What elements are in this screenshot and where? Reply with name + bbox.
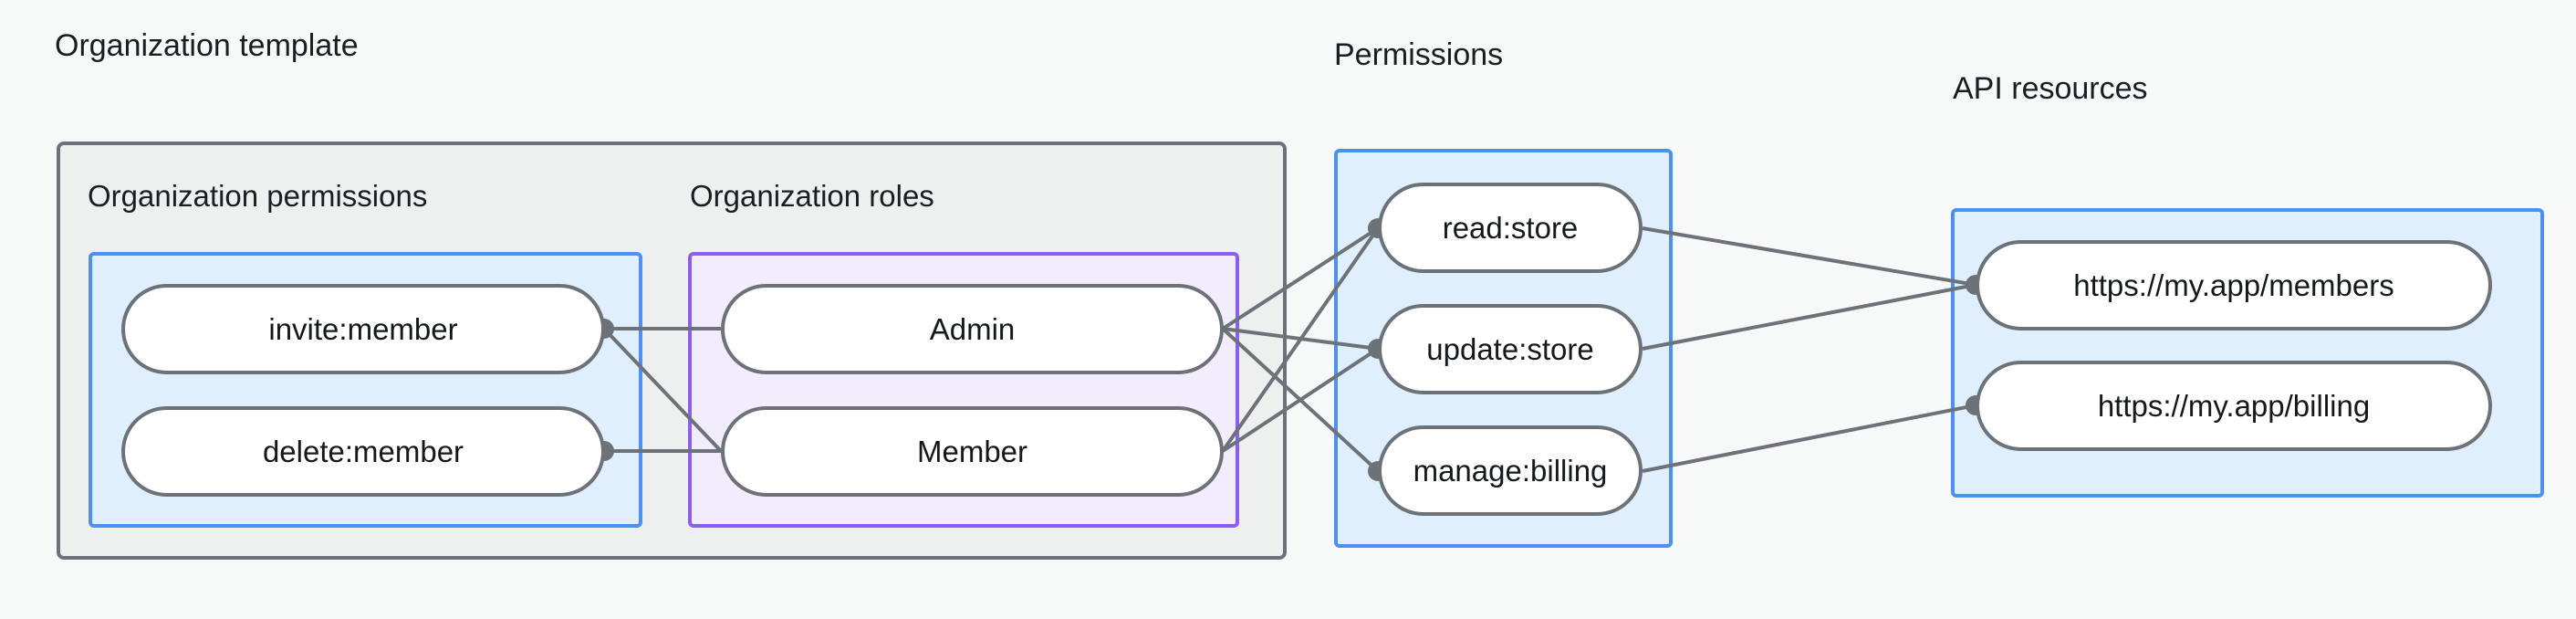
organization-permissions-title: Organization permissions xyxy=(88,179,428,213)
node-label: https://my.app/members xyxy=(2073,268,2394,302)
node-update-store[interactable]: update:store xyxy=(1378,304,1643,394)
node-member[interactable]: Member xyxy=(721,406,1224,497)
node-read-store[interactable]: read:store xyxy=(1378,183,1643,273)
node-label: manage:billing xyxy=(1413,453,1608,488)
api-resources-title: API resources xyxy=(1953,71,2148,106)
node-label: update:store xyxy=(1426,331,1594,366)
organization-roles-title: Organization roles xyxy=(690,179,934,213)
node-label: delete:member xyxy=(262,434,464,468)
node-admin[interactable]: Admin xyxy=(721,284,1224,374)
node-label: invite:member xyxy=(268,311,458,346)
node-label: https://my.app/billing xyxy=(2097,388,2371,423)
node-billing-url[interactable]: https://my.app/billing xyxy=(1976,361,2492,451)
permissions-title: Permissions xyxy=(1334,37,1504,72)
node-label: Admin xyxy=(929,311,1016,346)
node-label: read:store xyxy=(1442,210,1579,245)
node-delete-member[interactable]: delete:member xyxy=(121,406,605,497)
node-invite-member[interactable]: invite:member xyxy=(121,284,605,374)
node-manage-billing[interactable]: manage:billing xyxy=(1378,425,1643,516)
organization-template-title: Organization template xyxy=(55,28,359,63)
node-label: Member xyxy=(916,434,1028,468)
node-members-url[interactable]: https://my.app/members xyxy=(1976,240,2492,330)
